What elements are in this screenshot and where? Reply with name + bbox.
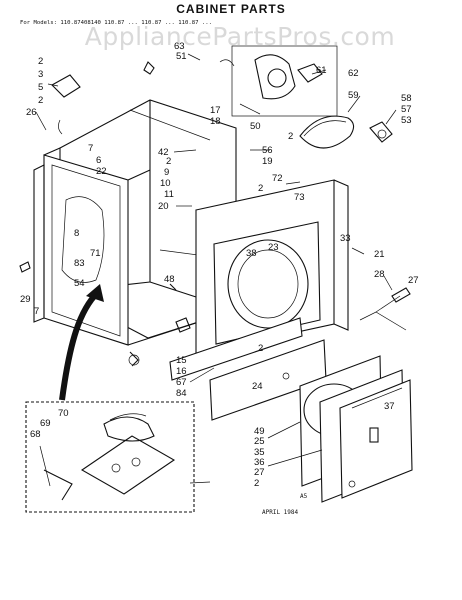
callout-label: 23: [268, 242, 279, 253]
cabinet-body: [33, 99, 237, 346]
callout-label: 24: [252, 381, 263, 392]
callout-label: 2: [288, 131, 293, 142]
callout-label: 18: [210, 116, 221, 127]
callout-label: 72: [272, 173, 283, 184]
callout-label: 21: [374, 249, 385, 260]
callout-label: 19: [262, 156, 273, 167]
callout-label: 2: [38, 56, 43, 67]
toe-panel: [169, 317, 327, 421]
callout-label: 48: [164, 274, 175, 285]
callout-label: 29: [20, 294, 31, 305]
callout-label: 25: [254, 436, 265, 447]
hardware-top-left: [51, 61, 155, 135]
callout-label: 49: [254, 426, 265, 437]
callout-label: 8: [74, 228, 79, 239]
callout-label: 7: [88, 143, 93, 154]
callout-label: 27: [408, 275, 419, 286]
callout-label: 38: [246, 248, 257, 259]
callout-label: 9: [164, 167, 169, 178]
callout-label: 58: [401, 93, 412, 104]
callout-label: 84: [176, 388, 187, 399]
callout-label: 69: [40, 418, 51, 429]
callout-label: 7: [34, 306, 39, 317]
callout-label: 35: [254, 447, 265, 458]
callout-label: 42: [158, 147, 169, 158]
callout-label: 50: [250, 121, 261, 132]
callout-label: 70: [58, 408, 69, 419]
callout-label: 27: [254, 467, 265, 478]
connection-arrow: [59, 284, 104, 401]
callout-label: 83: [74, 258, 85, 269]
callout-labels: 63 51 2 3 5 2 26 61 62 59 58 57 53 17 18…: [20, 41, 419, 489]
door-assembly: [299, 355, 413, 503]
callout-label: 2: [166, 156, 171, 167]
hinge-hardware: [359, 287, 411, 331]
callout-label: 62: [348, 68, 359, 79]
callout-label: 67: [176, 377, 187, 388]
callout-label: 10: [160, 178, 171, 189]
callout-label: 53: [401, 115, 412, 126]
page-title: CABINET PARTS: [176, 2, 286, 16]
callout-label: 16: [176, 366, 187, 377]
callout-label: 2: [258, 343, 263, 354]
watermark-logo: AppliancePartsPros.com: [84, 22, 396, 51]
callout-label: 2: [258, 183, 263, 194]
motor-assembly: [219, 45, 338, 117]
callout-label: 54: [74, 278, 85, 289]
callout-label: 3: [38, 69, 43, 80]
callout-label: 37: [384, 401, 395, 412]
model-numbers-line: For Models: 110.87408140 110.87 ... 110.…: [20, 20, 212, 26]
callout-label: 33: [340, 233, 351, 244]
callout-label: 68: [30, 429, 41, 440]
callout-label: 2: [38, 95, 43, 106]
front-panel: [195, 179, 349, 355]
callout-label: 5: [38, 82, 43, 93]
callout-label: 17: [210, 105, 221, 116]
callout-label: 36: [254, 457, 265, 468]
inset-detail-box: [25, 401, 195, 513]
callout-label: 15: [176, 355, 187, 366]
callout-label: 56: [262, 145, 273, 156]
callout-label: 63: [174, 41, 185, 52]
drive-belt: [299, 115, 393, 149]
small-hardware: [19, 261, 356, 488]
figure-date: APRIL 1984: [262, 509, 299, 516]
callout-label: 73: [294, 192, 305, 203]
callout-label: 26: [26, 107, 37, 118]
callout-label: 71: [90, 248, 101, 259]
callout-label: 2: [254, 478, 259, 489]
callout-label: 28: [374, 269, 385, 280]
callout-label: 51: [176, 51, 187, 62]
callout-label: 6: [96, 155, 101, 166]
callout-label: 11: [164, 189, 174, 200]
callout-label: 61: [316, 65, 327, 76]
callout-label: 22: [96, 166, 107, 177]
figure-code: A5: [300, 493, 308, 500]
leader-lines: [35, 53, 397, 484]
callout-label: 59: [348, 90, 359, 101]
callout-label: 20: [158, 201, 169, 212]
callout-label: 57: [401, 104, 412, 115]
